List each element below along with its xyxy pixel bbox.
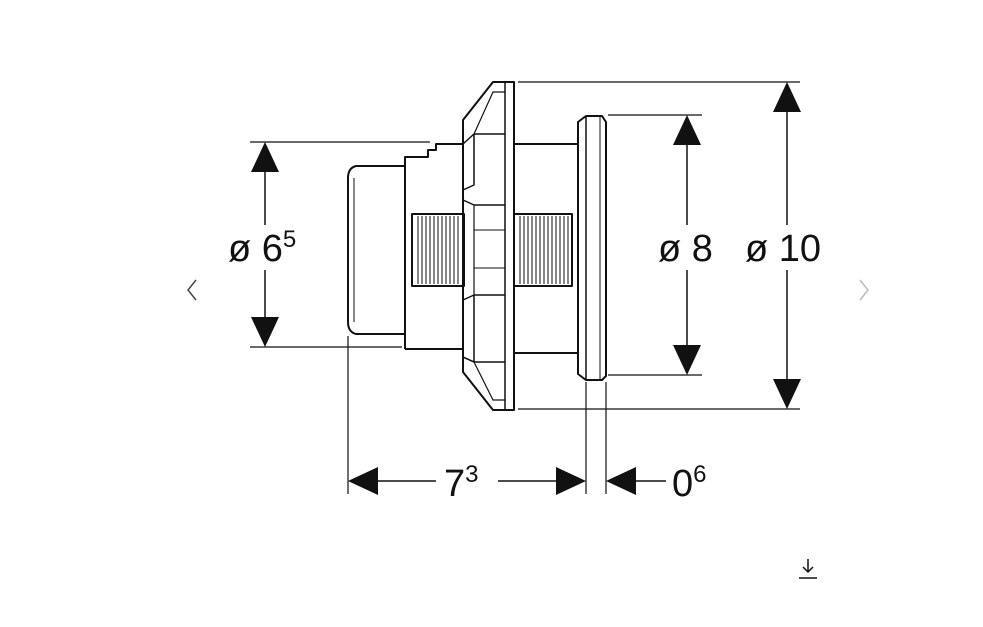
dimension-arrows	[251, 82, 801, 495]
chevron-right-icon	[859, 279, 869, 301]
arrow-right-icon	[556, 467, 586, 495]
thread-lines	[417, 216, 569, 284]
diameter-label-6-5-main: ø 6	[228, 228, 283, 270]
diameter-label-10-main: ø 10	[745, 228, 821, 270]
extension-lines	[250, 81, 800, 494]
dimension-labels: ø 65 ø 8 ø 10 73 06	[228, 226, 821, 505]
arrow-left-icon	[348, 467, 378, 495]
dimension-lines	[264, 108, 788, 482]
arrow-down-icon	[773, 379, 801, 409]
length-label-7-3: 73	[444, 461, 479, 505]
length-label-7-3-main: 7	[444, 463, 465, 505]
previous-image-button[interactable]	[180, 272, 204, 308]
arrow-up-icon	[673, 115, 701, 145]
diameter-label-6-5: ø 65	[228, 226, 296, 270]
download-button[interactable]	[796, 556, 820, 582]
arrow-left-icon	[606, 467, 636, 495]
arrow-up-icon	[773, 82, 801, 112]
chevron-left-icon	[187, 279, 197, 301]
download-icon	[799, 559, 817, 579]
diameter-label-8-main: ø 8	[658, 228, 713, 270]
length-label-0-6-sup: 6	[693, 461, 706, 488]
diameter-label-10: ø 10	[745, 228, 821, 270]
diameter-label-6-5-sup: 5	[283, 226, 296, 253]
length-label-0-6: 06	[672, 461, 707, 505]
arrow-down-icon	[673, 345, 701, 375]
arrow-up-icon	[251, 142, 279, 172]
length-label-7-3-sup: 3	[465, 461, 478, 488]
length-label-0-6-main: 0	[672, 463, 693, 505]
part-outline	[347, 81, 607, 411]
arrow-down-icon	[251, 317, 279, 347]
next-image-button[interactable]	[852, 272, 876, 308]
diameter-label-8: ø 8	[658, 228, 713, 270]
